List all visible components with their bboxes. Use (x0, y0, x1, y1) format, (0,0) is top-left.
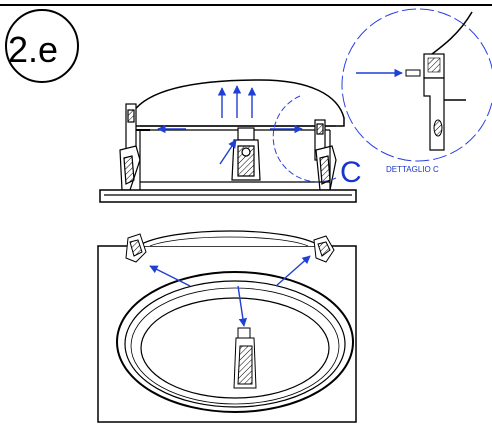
front-view-fixture (97, 230, 357, 423)
detail-caption: DETTAGLIO C (386, 165, 439, 174)
side-view-right-clip (314, 119, 337, 191)
detail-c-circle (341, 8, 492, 162)
side-view-arrows (157, 85, 303, 165)
side-view-flange (99, 189, 357, 203)
side-view-center-holder (231, 127, 261, 181)
detail-c-view: DETTAGLIO C (341, 8, 492, 174)
front-view-inner-ring (140, 297, 330, 399)
front-view-outer-ring (116, 271, 354, 413)
front-view-left-clip (125, 233, 147, 263)
side-view-fixture (99, 79, 357, 203)
step-badge: 2.e (5, 9, 79, 83)
step-label: 2.e (8, 29, 58, 70)
side-view-left-clip (119, 103, 150, 191)
front-view-center-holder (233, 327, 257, 389)
side-view-dome (132, 79, 345, 127)
detail-marker: C (340, 156, 362, 189)
front-view-right-clip (313, 235, 335, 263)
detail-callout-circle (272, 95, 337, 183)
front-view-arrows (149, 255, 311, 327)
